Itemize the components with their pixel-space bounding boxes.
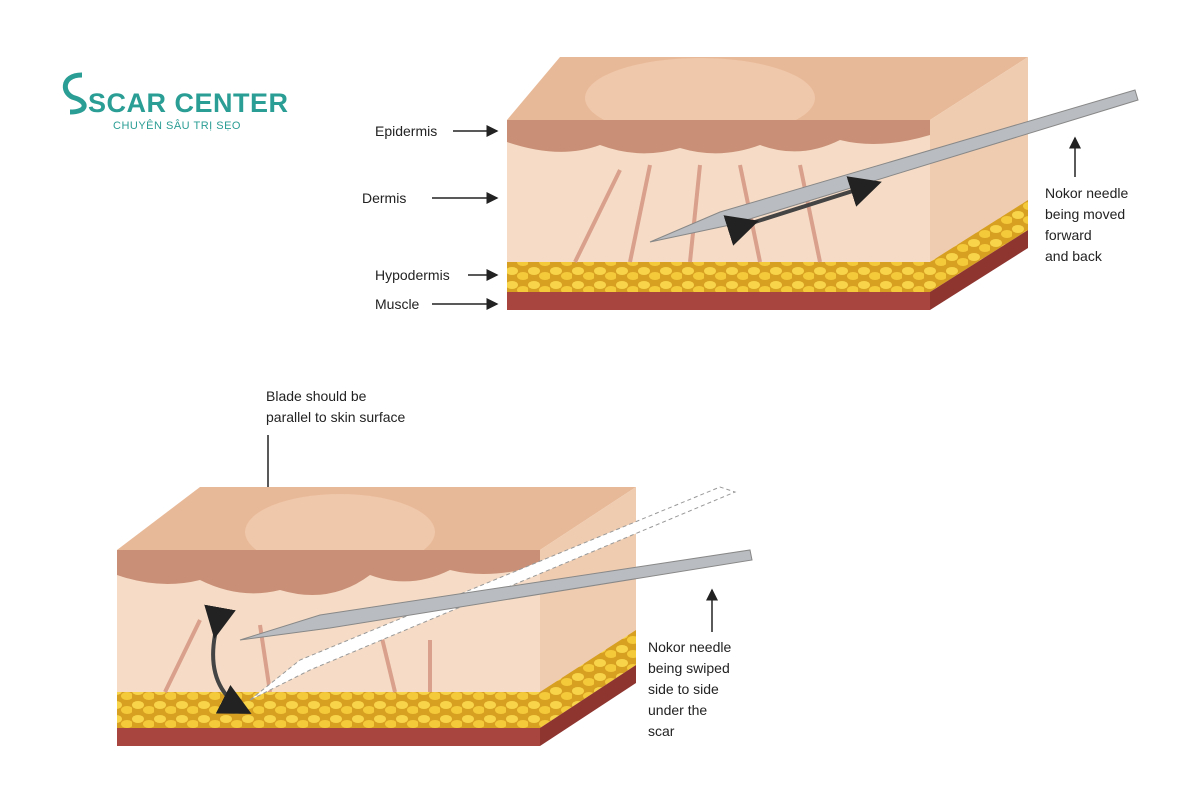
label-muscle: Muscle <box>375 296 420 312</box>
blade-note: Blade should be parallel to skin surface <box>266 386 405 428</box>
caption-line: Nokor needle <box>648 639 732 655</box>
logo-s-icon <box>62 72 87 115</box>
skin-block-bottom <box>117 486 753 746</box>
logo-name: SCAR CENTER <box>88 88 289 118</box>
label-dermis: Dermis <box>362 190 407 206</box>
caption-top: Nokor needle being moved forward and bac… <box>1045 183 1128 267</box>
label-epidermis: Epidermis <box>375 123 438 139</box>
note-line: Blade should be <box>266 388 367 404</box>
caption-line: under the <box>648 702 708 718</box>
swipe-arrow <box>204 604 252 714</box>
needle-bottom <box>239 549 753 641</box>
caption-line: side to side <box>648 681 719 697</box>
caption-line: being swiped <box>648 660 730 676</box>
caption-line: and back <box>1045 248 1102 264</box>
caption-bottom: Nokor needle being swiped side to side u… <box>648 637 731 742</box>
note-line: parallel to skin surface <box>266 409 406 425</box>
label-hypodermis: Hypodermis <box>375 267 450 283</box>
caption-line: Nokor needle <box>1045 185 1129 201</box>
logo-tagline: CHUYÊN SÂU TRỊ SẸO <box>113 120 241 132</box>
caption-line: forward <box>1045 227 1092 243</box>
caption-line: scar <box>648 723 675 739</box>
skin-block-top <box>507 57 1139 310</box>
caption-line: being moved <box>1045 206 1126 222</box>
forward-back-arrow <box>723 176 882 246</box>
